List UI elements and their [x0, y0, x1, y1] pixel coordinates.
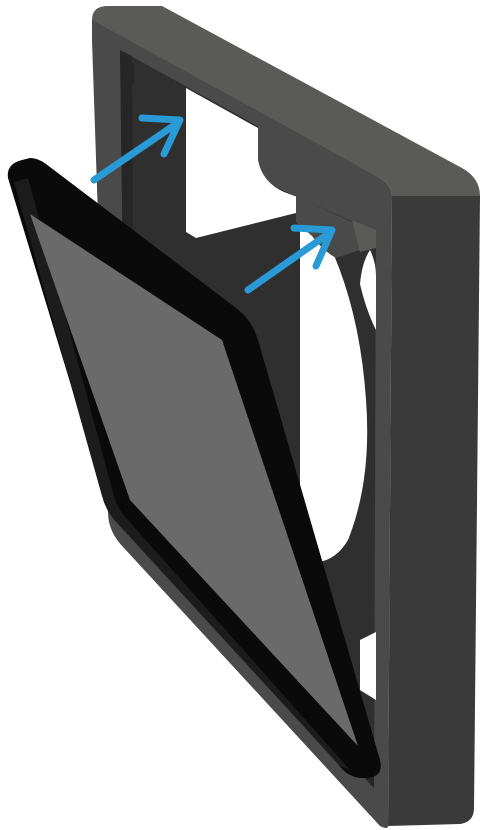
frame-top-face	[92, 6, 480, 196]
mount-clip-right	[352, 220, 376, 252]
insert-arrow-upper	[90, 114, 184, 184]
frame-opening-middle	[300, 210, 368, 562]
frame-right-side	[388, 196, 480, 826]
insert-arrows	[90, 114, 336, 294]
frame-opening-right	[360, 250, 376, 330]
frame-opening-bottom	[360, 632, 376, 700]
frame-opening-top	[186, 88, 300, 238]
tablet-screen	[30, 214, 358, 746]
tablet	[7, 158, 381, 778]
insert-arrow-lower	[244, 224, 336, 294]
inner-rail-left	[126, 60, 134, 84]
